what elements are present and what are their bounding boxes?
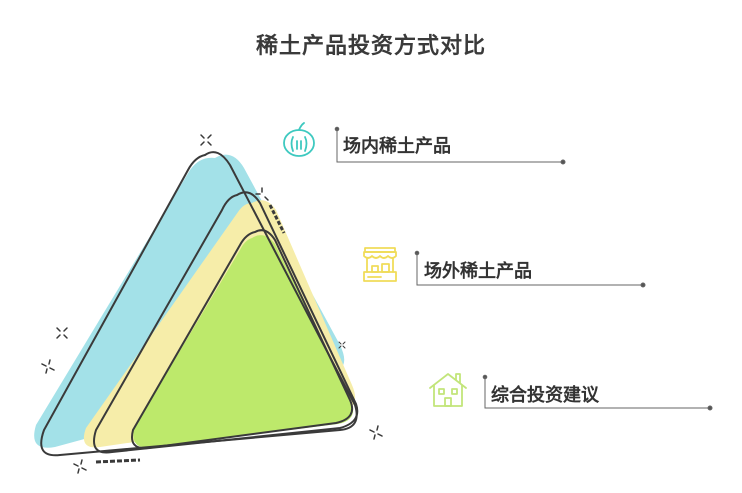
house-icon [429,373,467,407]
layer-3-fill [133,235,354,448]
sparkle-icon [200,134,212,146]
sparkle-icon [255,187,269,201]
pumpkin-icon [283,122,315,157]
sparkle-icon [369,425,383,440]
market-stall-icon [363,247,397,282]
diagram-title: 稀土产品投资方式对比 [255,34,486,59]
sparkle-decorations [41,134,383,474]
dash-decoration [95,458,141,464]
sparkle-icon [338,341,346,349]
item-label-off-exchange: 场外稀土产品 [424,261,532,282]
connector-lines [334,126,713,411]
item-label-combined-advice: 综合投资建议 [491,385,599,406]
layer-3-outline [131,229,354,450]
sparkle-icon [56,327,68,339]
dash-decoration [268,204,286,234]
layer-2-outline [93,191,359,454]
sparkle-icon [73,459,87,474]
item-label-on-exchange: 场内稀土产品 [343,136,451,157]
sparkle-icon [41,359,55,374]
